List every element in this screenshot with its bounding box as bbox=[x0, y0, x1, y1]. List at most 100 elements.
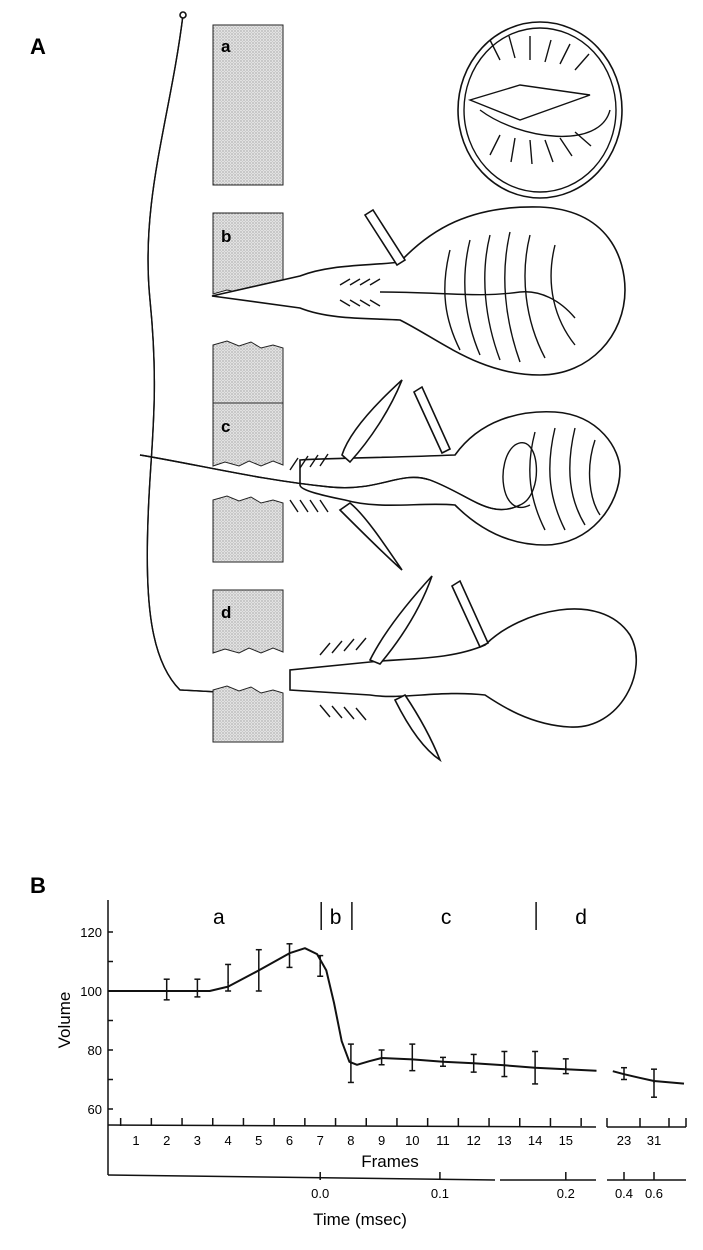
frame-tick-label: 13 bbox=[497, 1133, 511, 1148]
stage-a: a bbox=[212, 21, 623, 199]
fit-curve bbox=[612, 1070, 685, 1085]
data-point bbox=[653, 1081, 655, 1084]
fit-curve bbox=[108, 947, 597, 1072]
coiled-tubules bbox=[444, 231, 576, 363]
stage-c: c bbox=[139, 379, 621, 571]
frame-axis-line bbox=[107, 1124, 597, 1128]
phase-label-d: d bbox=[575, 906, 587, 929]
stylet-upper bbox=[341, 379, 403, 464]
stage-label-c: c bbox=[221, 417, 230, 436]
prey-cuticle-block-lower bbox=[212, 685, 284, 743]
time-tick-label: 0.6 bbox=[645, 1186, 663, 1201]
data-point bbox=[442, 1061, 444, 1063]
stylet-lower bbox=[393, 693, 442, 763]
stylet-middle bbox=[412, 385, 452, 455]
data-point bbox=[319, 965, 322, 967]
panel-a-label: A bbox=[30, 34, 46, 59]
prey-cuticle-block-lower bbox=[212, 340, 284, 407]
phase-label-a: a bbox=[213, 906, 225, 929]
coiled-tubules bbox=[529, 427, 601, 531]
frame-tick-label: 11 bbox=[436, 1133, 450, 1148]
time-tick-label: 0.2 bbox=[557, 1186, 575, 1201]
data-point bbox=[350, 1062, 352, 1065]
frame-tick-label: 15 bbox=[559, 1133, 573, 1148]
stylet-upper bbox=[368, 575, 433, 665]
panel-b-label: B bbox=[30, 873, 46, 898]
thread-tip bbox=[179, 11, 187, 19]
error-bar-frame-14 bbox=[532, 1050, 539, 1085]
data-point bbox=[165, 990, 168, 992]
stylet-lower bbox=[338, 502, 403, 571]
time-tick-label: 0.1 bbox=[431, 1186, 449, 1201]
error-bar-frame-6 bbox=[286, 943, 293, 969]
data-point bbox=[623, 1072, 625, 1075]
emptied-capsule bbox=[289, 608, 638, 728]
frame-tick-label: 10 bbox=[405, 1133, 419, 1148]
stylet bbox=[363, 208, 407, 267]
nematocyst-capsule bbox=[211, 206, 626, 376]
stage-b: b bbox=[211, 206, 626, 407]
frame-tick-label: 3 bbox=[194, 1133, 201, 1148]
frame-tick-label: 8 bbox=[347, 1133, 354, 1148]
frame-tick-label: 14 bbox=[528, 1133, 542, 1148]
phase-label-c: c bbox=[441, 906, 452, 929]
stage-label-d: d bbox=[221, 603, 231, 622]
frame-tick-label: 4 bbox=[224, 1133, 231, 1148]
prey-cuticle-block bbox=[212, 24, 284, 186]
frame-tick-label: 9 bbox=[378, 1133, 385, 1148]
error-bar-frame-8 bbox=[347, 1043, 354, 1084]
time-tick-label: 0.4 bbox=[615, 1186, 633, 1201]
prey-cuticle-block-upper bbox=[212, 589, 284, 654]
y-tick-label: 60 bbox=[88, 1102, 102, 1117]
nematocyst-capsule bbox=[457, 21, 623, 199]
nematocyst-capsule bbox=[299, 410, 621, 546]
x-axis-label-frames: Frames bbox=[361, 1152, 419, 1171]
frame-tick-label: 6 bbox=[286, 1133, 293, 1148]
error-bar-frame-31 bbox=[651, 1068, 657, 1098]
stage-d: d bbox=[212, 575, 638, 763]
y-axis-label: Volume bbox=[55, 992, 74, 1049]
error-bar-frame-5 bbox=[255, 948, 262, 992]
data-point bbox=[227, 981, 229, 983]
error-bar-frame-11 bbox=[440, 1056, 446, 1067]
data-point bbox=[380, 1058, 383, 1060]
y-tick-label: 120 bbox=[80, 925, 102, 940]
frame-tick-label: 2 bbox=[163, 1133, 170, 1148]
frame-tick-label: 12 bbox=[466, 1133, 480, 1148]
frame-tick-label: 31 bbox=[647, 1133, 661, 1148]
data-point bbox=[258, 969, 260, 972]
frame-tick-label: 23 bbox=[617, 1133, 631, 1148]
x-axis-label-time: Time (msec) bbox=[313, 1210, 407, 1229]
error-bar-frame-12 bbox=[470, 1053, 477, 1073]
data-point bbox=[196, 990, 199, 992]
error-bar-frame-3 bbox=[194, 978, 201, 998]
error-bar-frame-13 bbox=[501, 1050, 508, 1078]
stage-label-a: a bbox=[221, 37, 231, 56]
error-bar-frame-9 bbox=[378, 1049, 385, 1066]
stage-label-b: b bbox=[221, 227, 231, 246]
phase-label-b: b bbox=[330, 906, 342, 929]
time-axis-line bbox=[107, 1174, 496, 1181]
frame-tick-label: 1 bbox=[132, 1133, 139, 1148]
shaft bbox=[467, 84, 591, 121]
stylet-middle bbox=[450, 579, 490, 649]
data-point bbox=[534, 1066, 536, 1069]
data-point bbox=[565, 1066, 567, 1069]
frame-tick-label: 5 bbox=[255, 1133, 262, 1148]
data-point bbox=[503, 1063, 506, 1066]
prey-cuticle-block-lower bbox=[212, 495, 284, 563]
data-point bbox=[411, 1058, 414, 1060]
data-point bbox=[472, 1062, 475, 1065]
error-bar-frame-23 bbox=[621, 1066, 627, 1081]
y-tick-label: 80 bbox=[88, 1043, 102, 1058]
error-bar-frame-2 bbox=[163, 978, 170, 1001]
y-tick-label: 100 bbox=[80, 984, 102, 999]
error-bar-frame-10 bbox=[409, 1043, 416, 1072]
frame-tick-label: 7 bbox=[317, 1133, 324, 1148]
error-bar-frame-4 bbox=[225, 963, 232, 992]
error-bar-frame-15 bbox=[562, 1058, 569, 1075]
prey-cuticle-block-upper bbox=[212, 402, 284, 467]
